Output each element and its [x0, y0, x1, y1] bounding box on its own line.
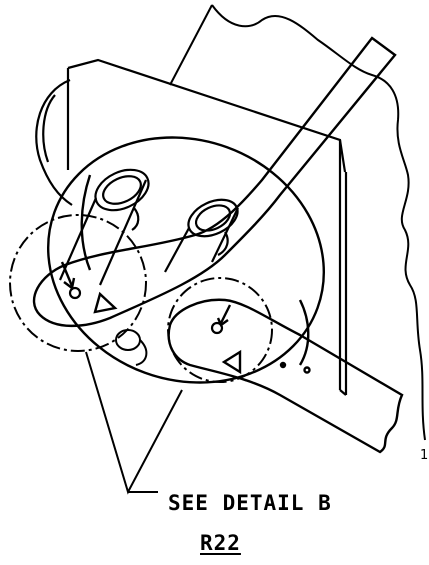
arrow-down-icon: [216, 304, 232, 327]
hole-left: [68, 286, 82, 300]
triangle-outline-icon: [93, 291, 118, 314]
triangle-outline-icon: [221, 349, 242, 375]
hole-right: [210, 321, 224, 335]
edge-fragment-label: 1: [420, 448, 429, 463]
arrow-down-icon: [60, 261, 76, 291]
right-post: [164, 198, 239, 273]
see-detail-label: SEE DETAIL B: [168, 491, 332, 515]
lever-bar: [33, 36, 397, 328]
background-plate: [169, 4, 426, 441]
left-post: [58, 168, 150, 286]
detail-circle-right: [167, 277, 273, 383]
circular-disc: [46, 136, 326, 384]
lower-bar: [167, 298, 404, 454]
reference-label: R22: [200, 531, 241, 555]
mounting-plate: [66, 58, 348, 396]
leader-lines: [85, 351, 183, 495]
cylinder-boss: [35, 78, 73, 206]
detail-circle-left: [9, 214, 147, 352]
